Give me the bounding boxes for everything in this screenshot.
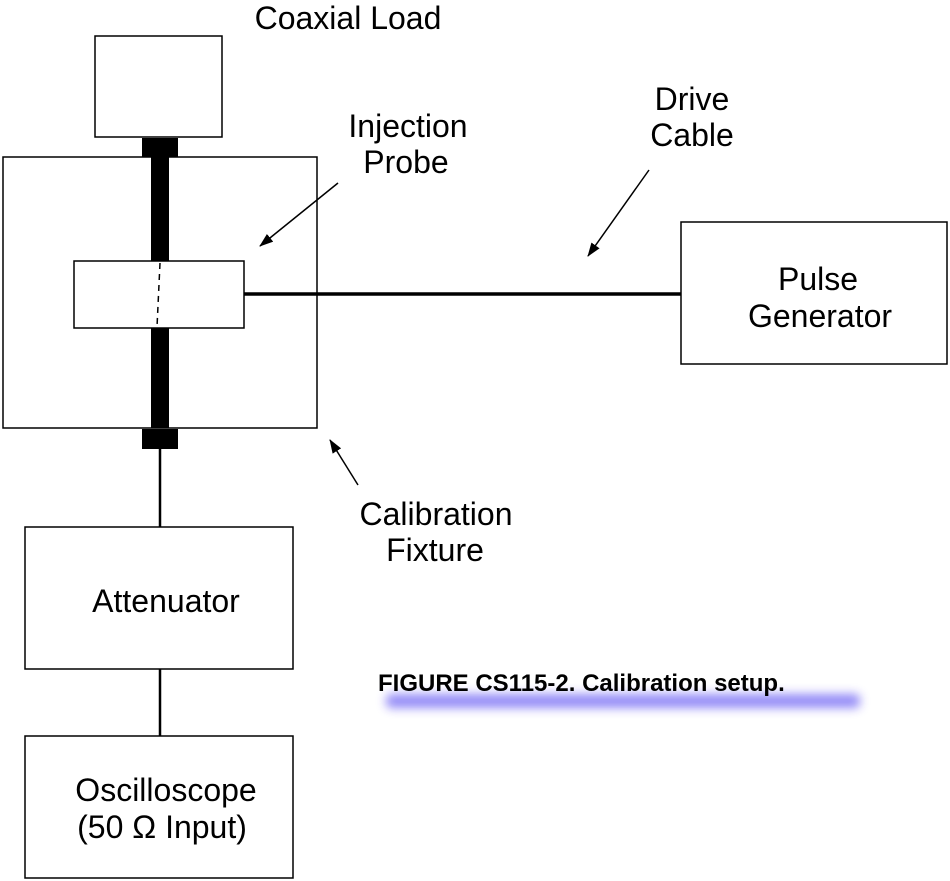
pulse-generator-label-line1: Pulse (778, 261, 858, 297)
top-connector (142, 138, 178, 157)
bottom-connector (142, 429, 178, 449)
center-conductor-lower (151, 328, 169, 428)
injection-probe-label-line2: Probe (363, 144, 448, 180)
drive-cable-label-line1: Drive (655, 81, 730, 117)
injection-probe-arrow (259, 182, 339, 247)
drive-cable-arrow (587, 169, 650, 257)
calibration-fixture-label-line1: Calibration (360, 496, 513, 532)
figure-caption: FIGURE CS115-2. Calibration setup. (378, 670, 785, 697)
attenuator-box (24, 526, 294, 670)
calibration-fixture-arrow (329, 439, 359, 486)
pulse-generator-label-line2: Generator (748, 298, 892, 334)
oscilloscope-label-line1: Oscilloscope (75, 772, 256, 808)
caption-glow (386, 694, 860, 708)
oscilloscope-box (24, 735, 294, 879)
oscilloscope-label-line2: (50 Ω Input) (77, 809, 247, 845)
attenuator-label: Attenuator (92, 583, 240, 619)
injection-probe-box (73, 260, 245, 329)
center-conductor-upper (151, 157, 169, 261)
coaxial-load-label: Coaxial Load (255, 0, 442, 36)
coaxial-load-box (94, 35, 223, 138)
injection-probe-label-line1: Injection (348, 108, 467, 144)
pulse-generator-box (680, 221, 948, 365)
drive-cable-label-line2: Cable (650, 117, 734, 153)
calibration-fixture-label-line2: Fixture (386, 532, 484, 568)
